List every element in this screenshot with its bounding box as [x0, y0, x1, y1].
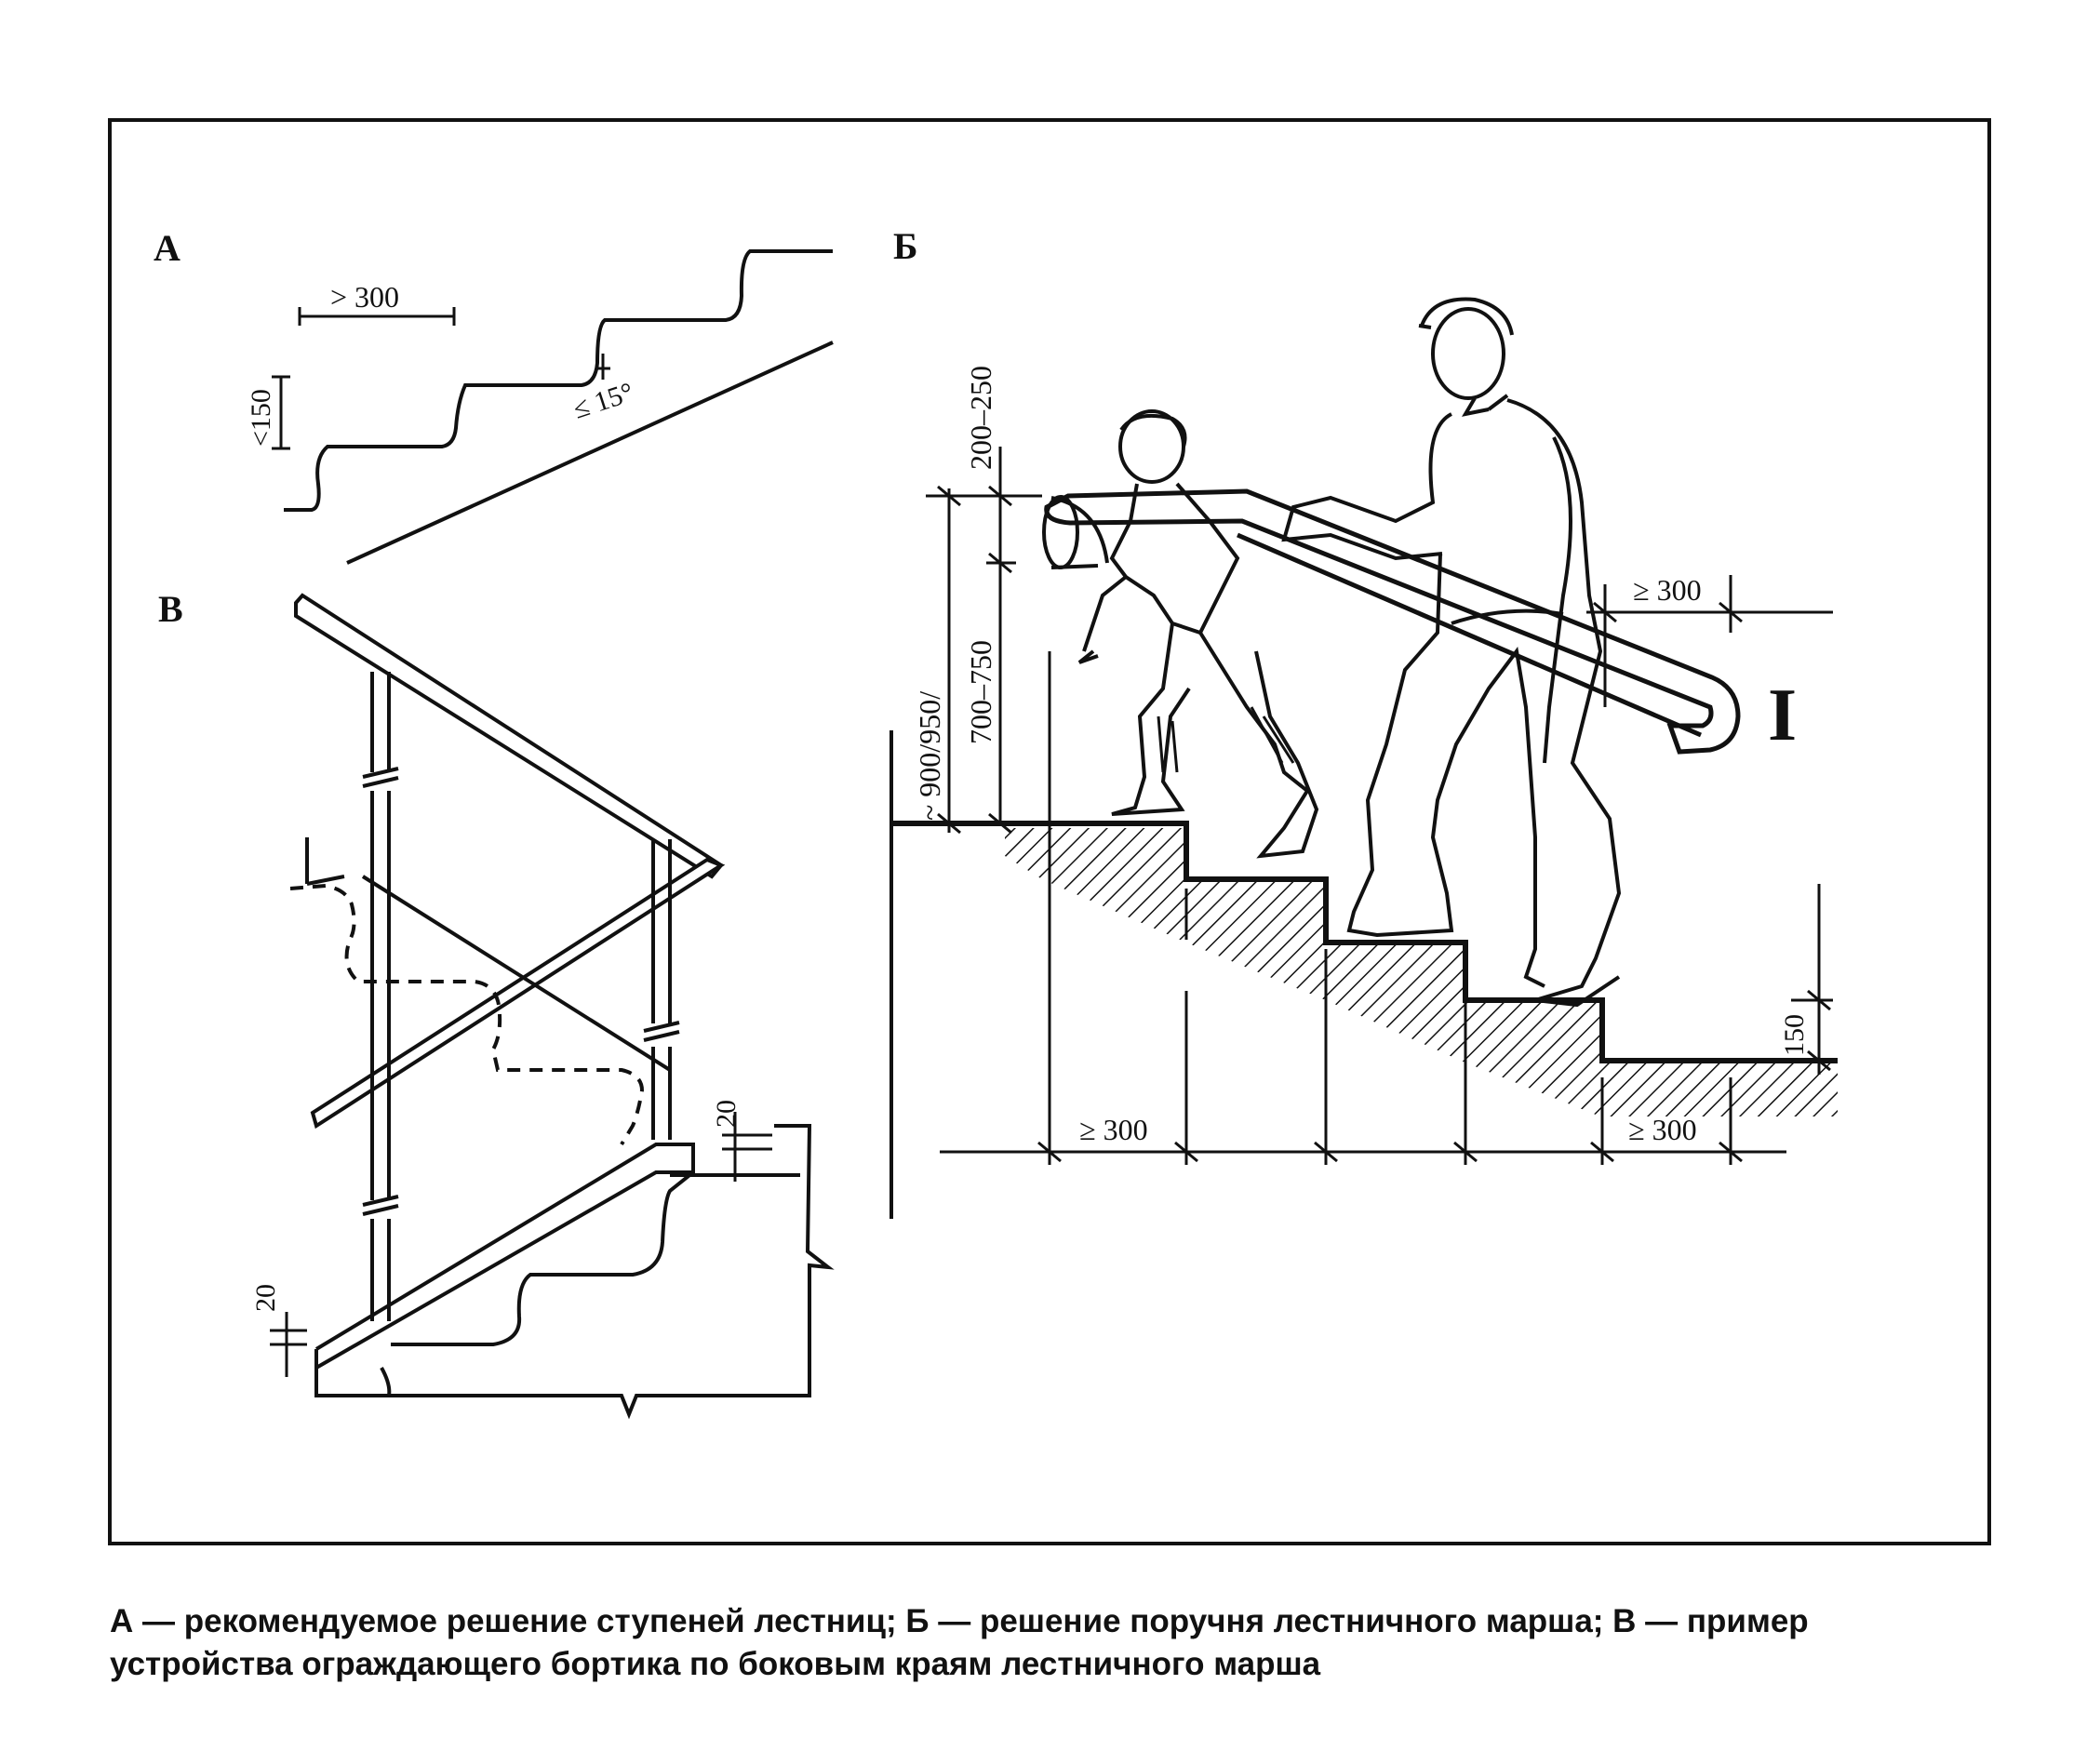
panel-v-back-stair	[289, 883, 645, 1146]
panel-a: А > 300 <150 ≤ 15°	[154, 227, 834, 565]
adult-figure	[1281, 297, 1622, 1008]
panel-v-handrail-lower	[310, 857, 726, 1130]
panel-a-riser-dim: <150	[246, 389, 276, 447]
panel-a-slope-line	[346, 341, 834, 565]
panel-b-stair-hatch	[1005, 828, 1838, 1116]
figure-frame	[108, 118, 1991, 1545]
child-figure	[1077, 409, 1319, 859]
caption-line-2: устройства ограждающего бортика по боков…	[110, 1646, 1321, 1682]
panel-b-extension-dim: ≥ 300	[1633, 573, 1702, 607]
panel-b: Б	[889, 225, 1838, 1219]
panel-v-curb-dim-bottom: 20	[250, 1284, 281, 1312]
panel-b-label: Б	[893, 225, 917, 267]
panel-v-handrail-upper	[294, 593, 724, 879]
panel-v-front-stair	[380, 1170, 695, 1397]
figure-caption: А — рекомендуемое решение ступеней лестн…	[110, 1600, 2026, 1686]
panel-b-riser-dim: 150	[1779, 1014, 1810, 1056]
panel-v-posts	[362, 672, 680, 1321]
panel-b-stair-profile	[891, 821, 1838, 1063]
panel-v: В 20 20	[158, 588, 835, 1420]
panel-v-label: В	[158, 588, 183, 630]
panel-a-step-profile	[284, 249, 833, 512]
panel-b-tread-dim-left: ≥ 300	[1079, 1113, 1148, 1146]
panel-a-label: А	[154, 227, 181, 269]
panel-b-handrail-height-dim: 700–750	[964, 640, 997, 744]
panel-b-top-offset-dim: 200–250	[964, 366, 997, 470]
panel-b-profile-symbol: I	[1768, 675, 1797, 756]
panel-a-tread-dim: > 300	[330, 280, 399, 314]
panel-b-total-height-dim: ~ 900/950/	[913, 691, 946, 821]
panel-v-stringer	[361, 875, 672, 1072]
panel-b-tread-dim-right: ≥ 300	[1628, 1113, 1697, 1146]
caption-line-1: А — рекомендуемое решение ступеней лестн…	[110, 1603, 1809, 1639]
panel-b-handrail	[1044, 488, 1741, 755]
panel-v-curb	[314, 1124, 835, 1420]
panel-v-curb-dim-top: 20	[711, 1100, 742, 1128]
